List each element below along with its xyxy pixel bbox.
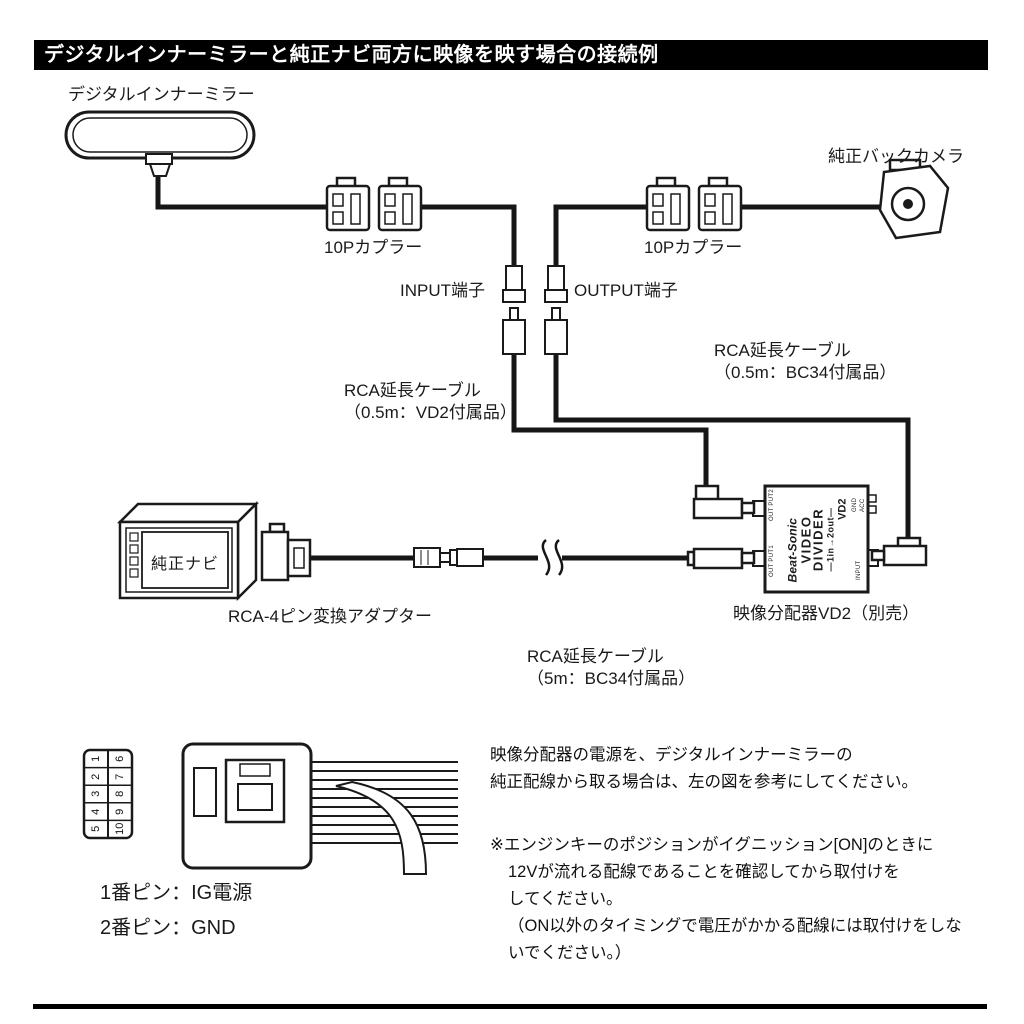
note-line: してください。 xyxy=(508,890,623,908)
coupler-left-label: 10Pカプラー xyxy=(324,238,423,257)
harness-cable-right xyxy=(553,204,647,266)
navi-drawing xyxy=(116,500,260,602)
elbow-connector-bottom-left xyxy=(686,547,756,570)
input-extension-cable xyxy=(511,354,709,488)
notes-block: 映像分配器の電源を、デジタルインナーミラーの 純正配線から取る場合は、左の図を参… xyxy=(490,742,962,967)
divider-label: 映像分配器VD2（別売） xyxy=(733,604,920,623)
pin-connector-large xyxy=(181,742,313,870)
note-line: 12Vが流れる配線であることを確認してから取付けを xyxy=(508,863,900,881)
highlighted-wire-curve xyxy=(335,780,428,875)
adapter-label: RCA-4ピン変換アダプター xyxy=(228,607,433,626)
divider-port-out1-label: OUT PUT1 xyxy=(769,545,775,577)
pin-number: 10 xyxy=(114,823,126,836)
cable-break-mark xyxy=(541,539,564,576)
divider-box xyxy=(763,484,870,594)
navi-label: 純正ナビ xyxy=(150,556,219,573)
divider-product-name: VIDEO DIVIDER xyxy=(798,507,825,571)
rca-joint-input xyxy=(502,265,526,355)
note-line: ※エンジンキーのポジションがイグニッション[ON]のときに xyxy=(490,836,934,854)
divider-port-input-label: INPUT xyxy=(856,560,862,581)
mirror-label: デジタルインナーミラー xyxy=(68,85,255,104)
page-title: デジタルインナーミラーと純正ナビ両方に映像を映す場合の接続例 xyxy=(34,40,988,70)
rca-joint-output xyxy=(544,265,568,355)
divider-term-acc-label: ACC xyxy=(860,498,866,512)
inline-rca-plug xyxy=(413,547,484,568)
divider-io-text: —1in→2out— xyxy=(825,507,835,572)
pin-connector-small xyxy=(82,748,134,840)
divider-port-out2-label: OUT PUT2 xyxy=(769,489,775,521)
coupler-right-label: 10Pカプラー xyxy=(644,238,743,257)
pin2-label: 2番ピン：GND xyxy=(100,917,236,939)
adapter-connector-icon xyxy=(260,522,312,582)
elbow-connector-top-left xyxy=(692,484,756,520)
note-line: 純正配線から取る場合は、左の図を参考にしてください。 xyxy=(490,773,919,791)
divider-model: VD2 xyxy=(836,498,848,520)
mirror-cable xyxy=(155,174,327,210)
note-line: 映像分配器の電源を、デジタルインナーミラーの xyxy=(490,746,853,764)
pin1-label: 1番ピン：IG電源 xyxy=(100,882,253,904)
cable-vd2-05-label: RCA延長ケーブル （0.5m：VD2付属品） xyxy=(344,381,517,422)
mirror-drawing xyxy=(64,110,256,177)
harness-cable-left xyxy=(421,204,517,266)
camera-drawing xyxy=(878,158,950,240)
note-line: （ON以外のタイミングで電圧がかかる配線には取付けをしな xyxy=(508,917,962,935)
bottom-border-rule xyxy=(33,1004,987,1009)
pin-number: 5 xyxy=(90,826,102,833)
coupler-right-icon xyxy=(645,176,743,232)
divider-brand: Beat-Sonic xyxy=(785,517,799,582)
cable-bc34-5m-label: RCA延長ケーブル （5m：BC34付属品） xyxy=(527,647,696,688)
back-camera-label: 純正バックカメラ xyxy=(828,147,964,166)
output-terminal-label: OUTPUT端子 xyxy=(574,281,678,300)
divider-term-gnd-label: GND xyxy=(852,497,858,512)
output-extension-cable xyxy=(553,354,911,540)
elbow-connector-right xyxy=(870,536,928,567)
note-line: いでください。） xyxy=(508,944,632,962)
input-terminal-label: INPUT端子 xyxy=(400,281,485,300)
coupler-left-icon xyxy=(325,176,423,232)
cable-bc34-05-label: RCA延長ケーブル （0.5m：BC34付属品） xyxy=(714,341,897,382)
pin-number-grid: 1 2 3 4 5 6 7 8 9 10 xyxy=(84,750,132,838)
